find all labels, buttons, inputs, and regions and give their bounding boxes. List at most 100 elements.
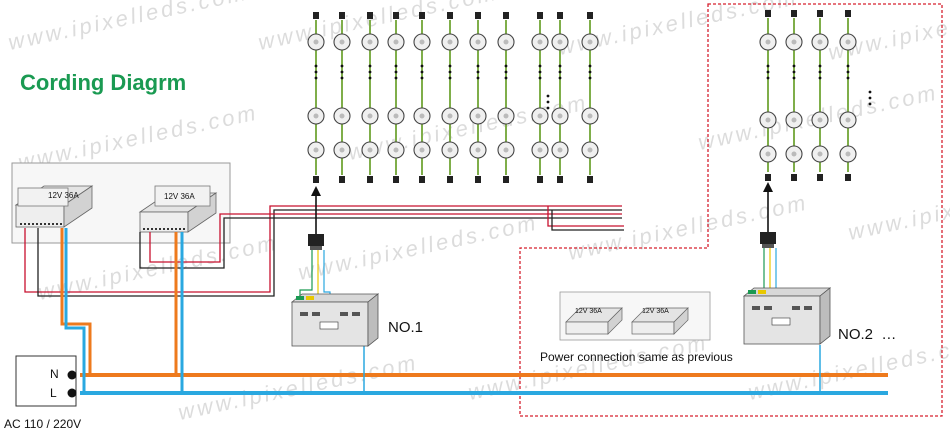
string-1-1-gap-2 — [340, 76, 344, 80]
mini-supply-enclosure — [559, 291, 711, 341]
string-1-9-pixel-mid-core — [557, 113, 563, 119]
string-1-8-pixel-low-core — [537, 147, 543, 153]
string-1-8-end-cap — [537, 12, 543, 19]
string-1-8-input-cap — [537, 176, 543, 183]
string-1-0-gap-0 — [314, 64, 318, 68]
string-1-8-gap-2 — [538, 76, 542, 80]
string-2-0-gap-2 — [766, 76, 770, 80]
string-1-7-pixel-mid-core — [503, 113, 509, 119]
string-1-7-gap-2 — [504, 76, 508, 80]
ac-voltage-label: AC 110 / 220V — [4, 417, 82, 431]
string-1-2-pixel-top-core — [367, 39, 373, 45]
string-1-5-input-cap — [447, 176, 453, 183]
string-2-1-gap-2 — [792, 76, 796, 80]
string-1-0-pixel-top-core — [313, 39, 319, 45]
string-2-1-input-cap — [791, 174, 797, 181]
string-1-10-gap-0 — [588, 64, 592, 68]
terminal-l-label: L — [50, 386, 57, 400]
string-1-2-gap-0 — [368, 64, 372, 68]
string-1-4-pixel-low-core — [419, 147, 425, 153]
mini-supply-1-label: 12V 36A — [575, 308, 602, 315]
string-1-8-pixel-mid-core — [537, 113, 543, 119]
string-2-1-gap-1 — [792, 70, 796, 74]
string-1-3-gap-0 — [394, 64, 398, 68]
string-1-7-gap-0 — [504, 64, 508, 68]
string-1-3-gap-1 — [394, 70, 398, 74]
string-1-5-gap-1 — [448, 70, 452, 74]
string-2-0-end-cap — [765, 10, 771, 17]
controller-2-label: NO.2 … — [838, 326, 897, 343]
string-1-0-pixel-mid-core — [313, 113, 319, 119]
string-1-9-gap-0 — [558, 64, 562, 68]
string-2-0-pixel-mid-core — [765, 117, 771, 123]
string-2-0-input-cap — [765, 174, 771, 181]
group-two-frame — [519, 3, 943, 417]
string-2-0-pixel-top-core — [765, 39, 771, 45]
string-2-3-pixel-low-core — [845, 151, 851, 157]
string-1-5-gap-2 — [448, 76, 452, 80]
string-2-3-input-cap — [845, 174, 851, 181]
string-1-6-input-cap — [475, 176, 481, 183]
string-2-2-gap-1 — [818, 70, 822, 74]
string-1-1-input-cap — [339, 176, 345, 183]
string-1-2-input-cap — [367, 176, 373, 183]
string-1-5-pixel-top-core — [447, 39, 453, 45]
string-1-0-gap-2 — [314, 76, 318, 80]
string-1-0-gap-1 — [314, 70, 318, 74]
supply-2-label: 12V 36A — [164, 192, 195, 201]
string-2-2-pixel-mid-core — [817, 117, 823, 123]
string-1-2-gap-1 — [368, 70, 372, 74]
string-2-1-pixel-mid-core — [791, 117, 797, 123]
power-supply-2 — [138, 185, 218, 233]
string-2-1-pixel-low-core — [791, 151, 797, 157]
ac-bus — [60, 228, 888, 395]
string-1-6-gap-1 — [476, 70, 480, 74]
string-2-3-gap-1 — [846, 70, 850, 74]
string-1-6-pixel-low-core — [475, 147, 481, 153]
string-1-more-2 — [546, 106, 550, 110]
string-1-more-0 — [546, 94, 550, 98]
string-1-9-pixel-top-core — [557, 39, 563, 45]
string-2-2-input-cap — [817, 174, 823, 181]
string-1-7-gap-1 — [504, 70, 508, 74]
connector-plug-2 — [760, 232, 776, 248]
string-2-3-gap-0 — [846, 64, 850, 68]
string-1-0-pixel-low-core — [313, 147, 319, 153]
string-2-2-gap-0 — [818, 64, 822, 68]
string-2-0-gap-1 — [766, 70, 770, 74]
controller-2 — [742, 287, 832, 345]
diagram-title: Cording Diagrm — [20, 70, 187, 95]
watermark-2: www.ipixelleds.com — [556, 0, 801, 60]
string-2-0-pixel-low-core — [765, 151, 771, 157]
string-1-2-pixel-low-core — [367, 147, 373, 153]
power-connection-note: Power connection same as previous — [540, 350, 733, 364]
string-2-2-pixel-low-core — [817, 151, 823, 157]
string-1-10-pixel-low-core — [587, 147, 593, 153]
string-1-9-input-cap — [557, 176, 563, 183]
string-1-4-gap-1 — [420, 70, 424, 74]
string-2-more-2 — [868, 102, 872, 106]
string-1-0-end-cap — [313, 12, 319, 19]
string-1-1-gap-0 — [340, 64, 344, 68]
string-2-3-pixel-top-core — [845, 39, 851, 45]
string-1-2-gap-2 — [368, 76, 372, 80]
string-2-1-gap-0 — [792, 64, 796, 68]
string-2-2-pixel-top-core — [817, 39, 823, 45]
string-1-1-gap-1 — [340, 70, 344, 74]
string-1-9-end-cap — [557, 12, 563, 19]
string-2-more-1 — [868, 96, 872, 100]
power-supply-1 — [14, 185, 94, 228]
string-1-3-pixel-mid-core — [393, 113, 399, 119]
string-1-4-pixel-top-core — [419, 39, 425, 45]
watermark-11: www.ipixelleds.com — [176, 350, 421, 425]
string-1-8-gap-1 — [538, 70, 542, 74]
string-2-2-end-cap — [817, 10, 823, 17]
led-strings-group-2 — [759, 10, 872, 181]
watermark-9: www.ipixelleds.com — [566, 190, 811, 265]
string-1-4-gap-0 — [420, 64, 424, 68]
string-1-10-pixel-top-core — [587, 39, 593, 45]
string-2-3-end-cap — [845, 10, 851, 17]
string-1-8-pixel-top-core — [537, 39, 543, 45]
